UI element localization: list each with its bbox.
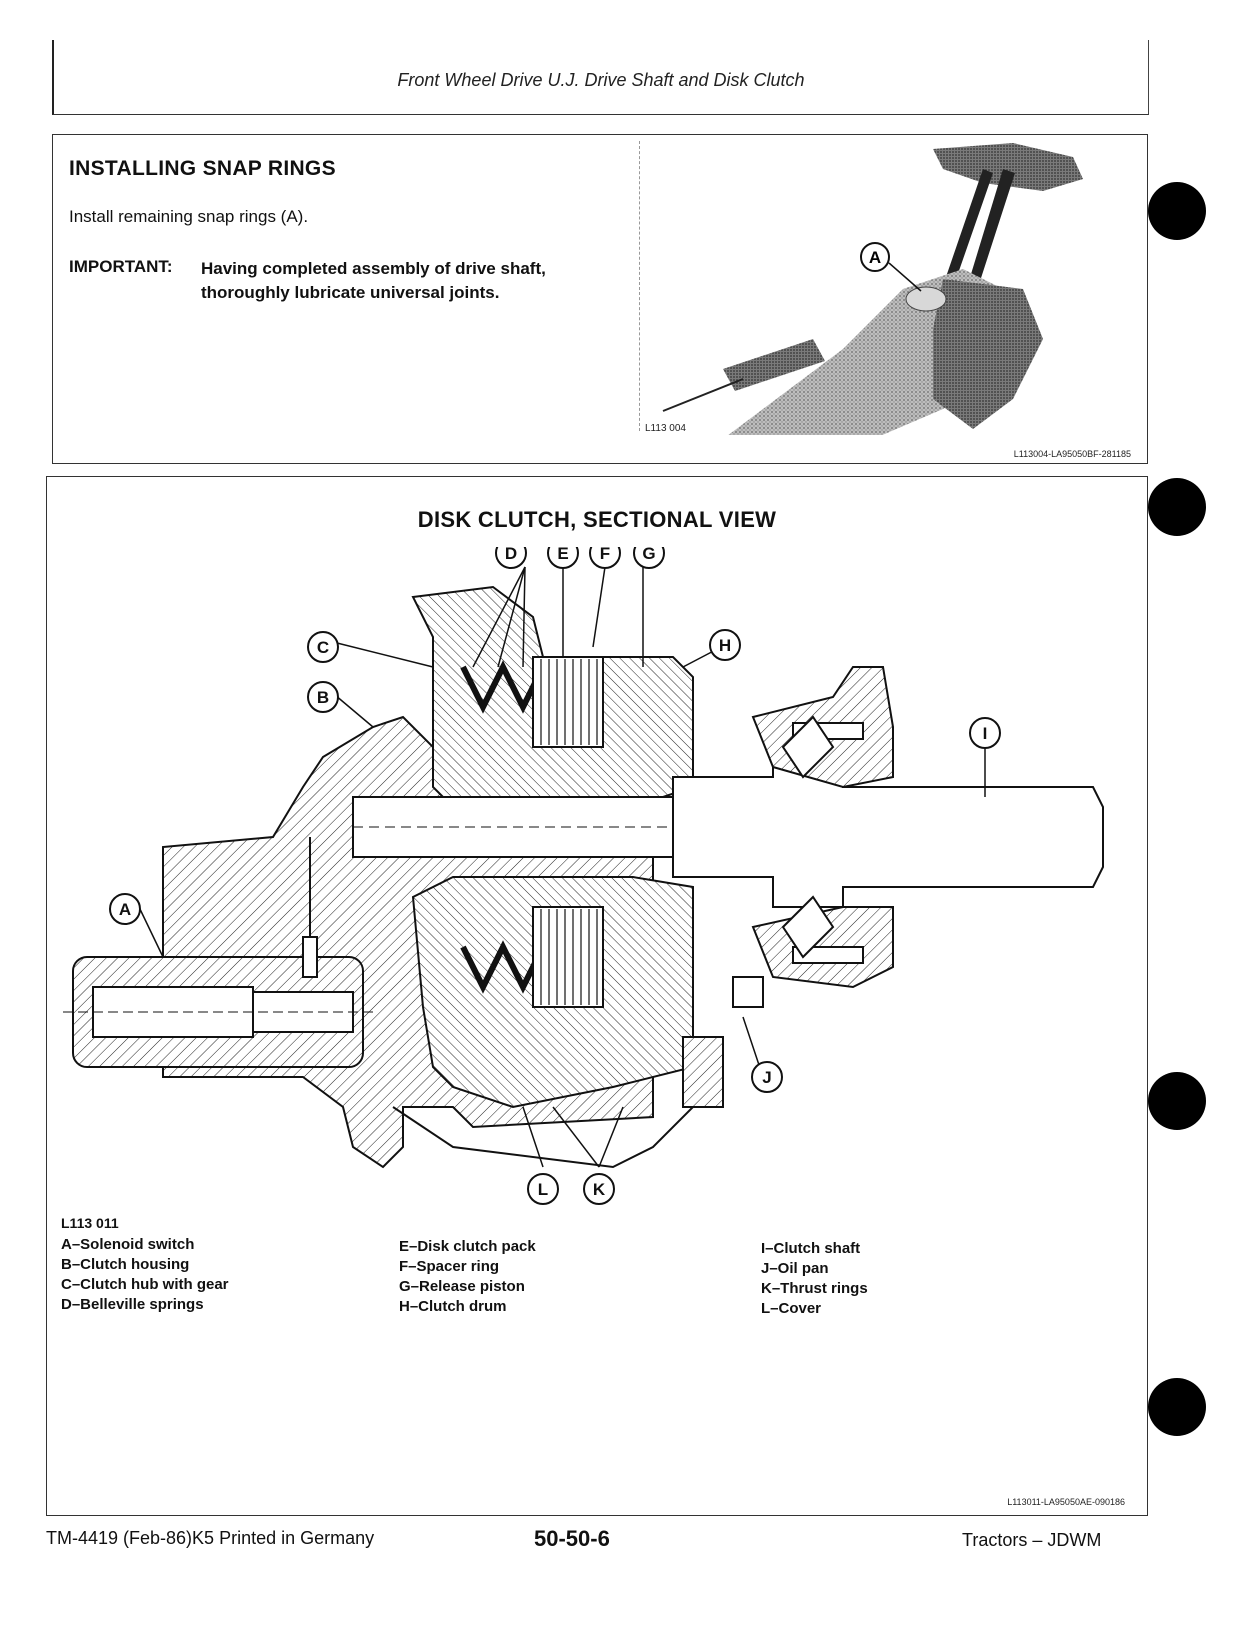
page-number: 50-50-6 — [534, 1526, 610, 1551]
photo-reference: L113004-LA95050BF-281185 — [1013, 449, 1131, 459]
legend-item: E–Disk clutch pack — [399, 1238, 536, 1255]
legend-item: J–Oil pan — [761, 1260, 829, 1277]
section-title: DISK CLUTCH, SECTIONAL VIEW — [417, 507, 777, 532]
legend-item: K–Thrust rings — [761, 1280, 868, 1297]
callout-c: C — [317, 638, 329, 657]
important-text: Having completed assembly of drive shaft… — [201, 259, 546, 302]
important-label: IMPORTANT: — [69, 257, 173, 276]
figure-code: L113 011 — [61, 1215, 119, 1231]
legend-item: L–Cover — [761, 1300, 822, 1317]
legend-item: G–Release piston — [399, 1278, 525, 1295]
disk-clutch-diagram: D E F G C B H I A J L K — [63, 547, 1104, 1205]
legend-item: A–Solenoid switch — [61, 1236, 195, 1253]
callout-k: K — [593, 1180, 606, 1199]
callout-g: G — [642, 547, 655, 563]
binder-hole-mark — [1148, 478, 1206, 536]
callout-d: D — [505, 547, 517, 563]
callout-e: E — [557, 547, 568, 563]
callout-j: J — [762, 1068, 771, 1087]
legend-column-3: I–Clutch shaft J–Oil pan K–Thrust rings … — [761, 1239, 868, 1319]
disk-clutch-section: DISK CLUTCH, SECTIONAL VIEW — [46, 476, 1148, 1516]
figure-reference: L113011-LA95050AE-090186 — [1007, 1497, 1125, 1507]
callout-i: I — [983, 724, 988, 743]
legend-item: B–Clutch housing — [61, 1256, 190, 1273]
legend-item: H–Clutch drum — [399, 1298, 507, 1315]
photo-code: L113 004 — [645, 423, 686, 434]
snap-ring-photo: A — [662, 143, 1083, 435]
callout-b: B — [317, 688, 329, 707]
legend-item: C–Clutch hub with gear — [61, 1276, 229, 1293]
legend-column-2: E–Disk clutch pack F–Spacer ring G–Relea… — [399, 1237, 536, 1317]
callout-h: H — [719, 636, 731, 655]
callout-f: F — [600, 547, 610, 563]
instruction-text: Install remaining snap rings (A). — [69, 207, 309, 226]
callout-a: A — [119, 900, 131, 919]
photo-callout-a: A — [869, 248, 881, 267]
binder-hole-mark — [1148, 1072, 1206, 1130]
binder-hole-mark — [1148, 182, 1206, 240]
binder-hole-mark — [1148, 1378, 1206, 1436]
legend-item: I–Clutch shaft — [761, 1240, 861, 1257]
snap-rings-section: INSTALLING SNAP RINGS Install remaining … — [52, 134, 1148, 464]
column-divider — [639, 141, 640, 431]
section-title: INSTALLING SNAP RINGS — [69, 157, 336, 180]
legend-item: F–Spacer ring — [399, 1258, 500, 1275]
page-header: Front Wheel Drive U.J. Drive Shaft and D… — [52, 40, 1149, 115]
callout-l: L — [538, 1180, 548, 1199]
footer-manual-info: TM-4419 (Feb-86)K5 Printed in Germany — [46, 1528, 375, 1548]
legend-item: D–Belleville springs — [61, 1296, 204, 1313]
header-title: Front Wheel Drive U.J. Drive Shaft and D… — [397, 70, 805, 90]
footer-model: Tractors – JDWM — [962, 1530, 1102, 1550]
legend-column-1: A–Solenoid switch B–Clutch housing C–Clu… — [61, 1235, 229, 1315]
